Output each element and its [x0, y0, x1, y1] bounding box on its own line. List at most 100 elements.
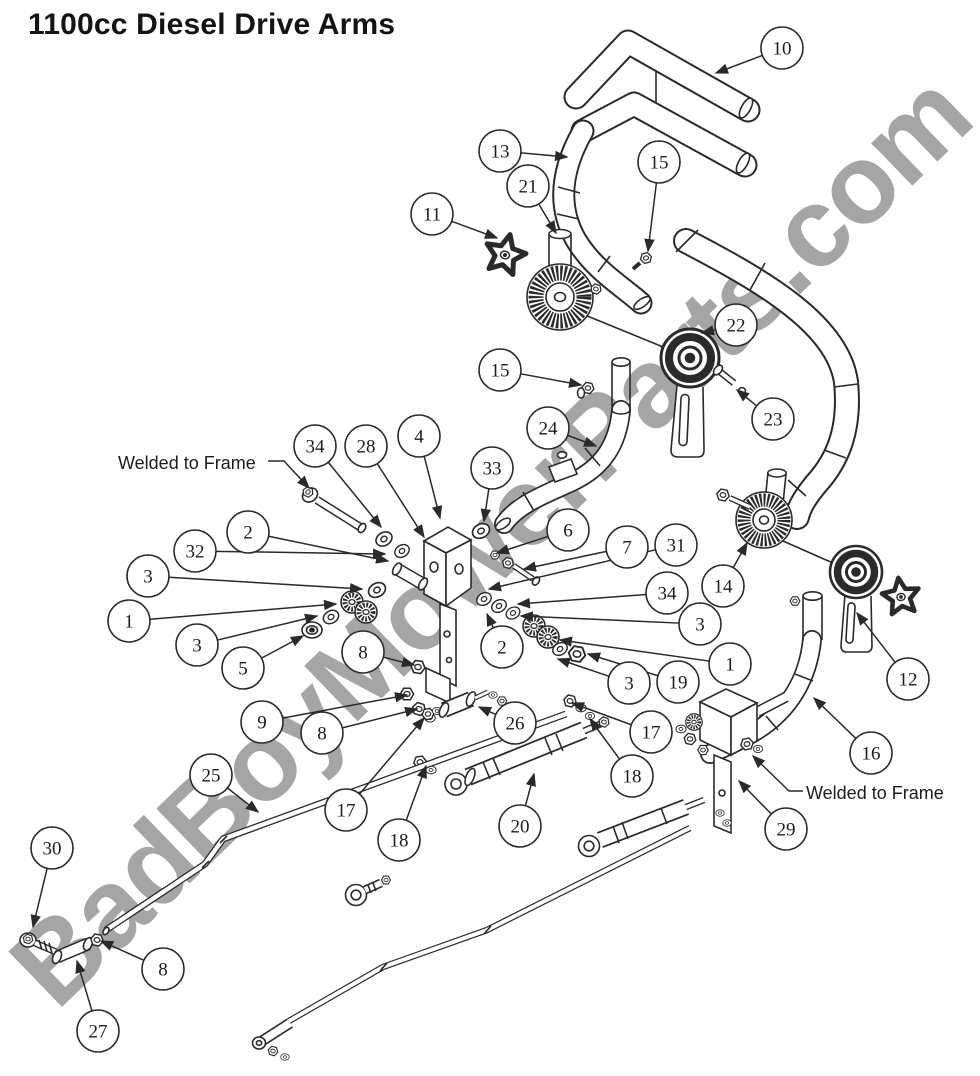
- part-right-frame-bracket: [675, 688, 789, 835]
- balloon-33[interactable]: 33: [470, 446, 514, 490]
- part-bottom-tie-rod: [251, 825, 692, 1061]
- balloon-number: 2: [497, 638, 507, 659]
- balloon-1[interactable]: 1: [708, 642, 752, 686]
- leader-line-7: [522, 550, 607, 572]
- balloon-number: 24: [539, 419, 559, 440]
- leader-line-2: [486, 612, 497, 629]
- balloon-5[interactable]: 5: [221, 646, 265, 690]
- balloon-2[interactable]: 2: [480, 625, 524, 669]
- leader-line-17: [359, 716, 425, 795]
- leader-line-9: [282, 692, 409, 719]
- balloon-10[interactable]: 10: [760, 26, 804, 70]
- part-drag-link-26: [420, 689, 508, 721]
- part-left-washer-stack: [301, 562, 429, 639]
- balloon-8[interactable]: 8: [341, 630, 385, 674]
- leader-line-3: [217, 613, 319, 641]
- balloon-number: 16: [862, 744, 881, 765]
- balloon-number: 28: [357, 437, 376, 458]
- leader-line-8: [99, 940, 145, 962]
- balloon-6[interactable]: 6: [546, 508, 590, 552]
- balloon-number: 31: [667, 536, 686, 557]
- balloon-12[interactable]: 12: [886, 657, 930, 701]
- balloon-25[interactable]: 25: [189, 753, 233, 797]
- balloon-13[interactable]: 13: [478, 129, 522, 173]
- part-middle-bent-tube: [494, 356, 631, 534]
- leader-line-3: [168, 576, 364, 594]
- balloon-number: 23: [764, 410, 783, 431]
- leader-line-5: [261, 635, 305, 659]
- balloon-3[interactable]: 3: [607, 661, 651, 705]
- balloon-17[interactable]: 17: [629, 710, 673, 754]
- part-rod-end-22: [659, 327, 721, 458]
- leader-line-3: [519, 611, 680, 624]
- balloon-21[interactable]: 21: [506, 164, 550, 208]
- balloon-31[interactable]: 31: [654, 523, 698, 567]
- leader-line-34: [327, 461, 382, 529]
- balloon-22[interactable]: 22: [714, 303, 758, 347]
- balloon-3[interactable]: 3: [175, 623, 219, 667]
- leader-line-8: [383, 656, 416, 668]
- balloon-8[interactable]: 8: [141, 947, 185, 991]
- balloon-number: 10: [773, 39, 792, 60]
- leader-line-15: [644, 182, 658, 253]
- balloon-26[interactable]: 26: [493, 701, 537, 745]
- balloon-30[interactable]: 30: [30, 826, 74, 870]
- balloon-3[interactable]: 3: [678, 602, 722, 646]
- balloon-34[interactable]: 34: [293, 424, 337, 468]
- balloon-number: 19: [669, 673, 688, 694]
- leader-line-12: [856, 611, 896, 663]
- frame-label-text: Welded to Frame: [806, 783, 944, 803]
- leader-line-10: [714, 54, 763, 74]
- balloon-18[interactable]: 18: [377, 818, 421, 862]
- balloon-number: 3: [624, 674, 634, 695]
- balloon-15[interactable]: 15: [637, 140, 681, 184]
- balloon-number: 12: [899, 670, 918, 691]
- balloon-18[interactable]: 18: [610, 754, 654, 798]
- balloon-2[interactable]: 2: [226, 510, 270, 554]
- part-washer-33: [469, 519, 493, 543]
- balloon-16[interactable]: 16: [849, 731, 893, 775]
- balloon-15[interactable]: 15: [478, 348, 522, 392]
- part-serrated-disc-21: [526, 228, 604, 331]
- balloon-1[interactable]: 1: [107, 599, 151, 643]
- balloon-9[interactable]: 9: [240, 700, 284, 744]
- balloon-number: 13: [491, 142, 510, 163]
- balloon-7[interactable]: 7: [605, 525, 649, 569]
- balloon-number: 25: [202, 766, 221, 787]
- balloon-number: 5: [238, 659, 248, 680]
- balloon-number: 3: [695, 615, 705, 636]
- balloon-14[interactable]: 14: [701, 564, 745, 608]
- axis-line: [574, 310, 669, 350]
- balloon-number: 1: [725, 655, 735, 676]
- balloon-19[interactable]: 19: [656, 660, 700, 704]
- balloon-24[interactable]: 24: [526, 406, 570, 450]
- leader-line-3: [556, 657, 610, 677]
- balloon-8[interactable]: 8: [300, 711, 344, 755]
- balloon-3[interactable]: 3: [126, 554, 170, 598]
- balloon-number: 29: [777, 820, 796, 841]
- balloon-28[interactable]: 28: [344, 424, 388, 468]
- balloon-23[interactable]: 23: [751, 397, 795, 441]
- leader-line-30: [30, 868, 48, 929]
- balloon-number: 18: [390, 831, 409, 852]
- frame-label-leader: [268, 460, 311, 490]
- leader-line-1: [149, 599, 338, 621]
- balloon-number: 22: [727, 316, 746, 337]
- balloon-number: 17: [642, 723, 661, 744]
- leader-line-17: [570, 702, 632, 726]
- balloon-27[interactable]: 27: [76, 1009, 120, 1053]
- balloon-29[interactable]: 29: [764, 807, 808, 851]
- frame-label-leader: [751, 754, 803, 792]
- part-center-bracket: [422, 526, 473, 705]
- balloon-11[interactable]: 11: [410, 192, 454, 236]
- balloon-17[interactable]: 17: [324, 788, 368, 832]
- balloon-number: 15: [650, 153, 669, 174]
- balloon-20[interactable]: 20: [498, 804, 542, 848]
- balloon-number: 11: [423, 205, 441, 226]
- balloon-4[interactable]: 4: [397, 414, 441, 458]
- part-bolt-15-mid: [576, 381, 596, 399]
- balloon-32[interactable]: 32: [173, 529, 217, 573]
- balloon-number: 2: [243, 523, 253, 544]
- balloon-number: 26: [506, 714, 525, 735]
- balloon-34[interactable]: 34: [645, 571, 689, 615]
